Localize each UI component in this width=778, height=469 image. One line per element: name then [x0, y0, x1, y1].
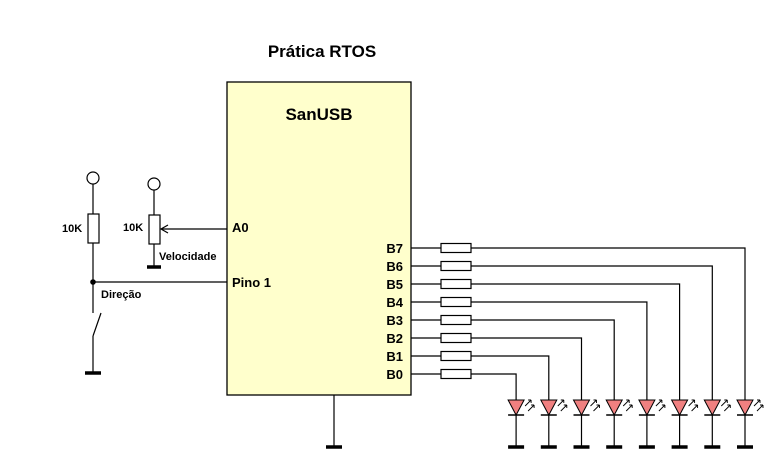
- resistor-b7: [440, 242, 472, 254]
- pin-label-pino1: Pino 1: [232, 275, 271, 290]
- led-b6-emission-arrows: [720, 399, 731, 412]
- potentiometer-value: 10K: [123, 222, 143, 234]
- supply-terminal-left: [86, 171, 100, 214]
- pin-label-b7: B7: [386, 241, 403, 256]
- led-b7-emission-arrows: [753, 399, 764, 412]
- led-b0: [507, 399, 525, 417]
- resistor-left-value: 10K: [62, 223, 82, 235]
- pot-ground-symbol: [147, 244, 161, 269]
- led-b6: [703, 399, 722, 417]
- led-b3-emission-arrows: [622, 399, 633, 412]
- led-b2: [572, 399, 591, 417]
- wire-b3-to-led: [471, 319, 615, 400]
- switch-label: Direção: [101, 289, 142, 301]
- led-b3: [605, 399, 624, 417]
- wire-b2-to-led: [471, 337, 583, 400]
- led-circuits: [411, 242, 764, 449]
- diagram-title: Prática RTOS: [268, 42, 376, 61]
- led-b5: [670, 399, 689, 417]
- wire-b6-to-led: [471, 265, 713, 400]
- pin-label-b4: B4: [386, 295, 403, 310]
- pin-label-b5: B5: [386, 277, 403, 292]
- resistor-b2: [440, 332, 472, 344]
- port-b-labels: B7 B6 B5 B4 B3 B2 B1 B0: [386, 241, 403, 382]
- led-b5-emission-arrows: [688, 399, 699, 412]
- pin-label-b0: B0: [386, 367, 403, 382]
- resistor-b6: [440, 260, 472, 272]
- potentiometer-label: Velocidade: [159, 251, 216, 263]
- resistor-b1: [440, 350, 472, 362]
- potentiometer-10k: [148, 214, 161, 245]
- led-b0-emission-arrows: [524, 399, 535, 412]
- resistor-b0: [440, 368, 472, 380]
- led-b4: [638, 399, 656, 417]
- led-b1: [539, 399, 558, 417]
- led-b1-emission-arrows: [557, 399, 568, 412]
- pin-label-b6: B6: [386, 259, 403, 274]
- led-b4-emission-arrows: [655, 399, 666, 412]
- supply-terminal-pot: [147, 177, 161, 215]
- wire-b7-to-led: [471, 247, 746, 400]
- resistor-10k-left: [87, 213, 100, 244]
- wire-b4-to-led: [471, 301, 648, 400]
- pot-wiper-arrow: [159, 224, 227, 234]
- resistor-b5: [440, 278, 472, 290]
- resistor-b3: [440, 314, 472, 326]
- pin-label-a0: A0: [232, 220, 249, 235]
- pin-label-b2: B2: [386, 331, 403, 346]
- wire-b5-to-led: [471, 283, 681, 400]
- mcu-ground-symbol: [326, 395, 342, 449]
- microcontroller-box: [226, 81, 412, 396]
- resistor-b4: [440, 296, 472, 308]
- pin-label-b1: B1: [386, 349, 403, 364]
- wire-b0-to-led: [471, 373, 517, 400]
- direction-switch: [85, 282, 102, 375]
- pin-label-b3: B3: [386, 313, 403, 328]
- wire-b1-to-led: [471, 355, 550, 400]
- led-b7: [736, 399, 754, 417]
- led-b2-emission-arrows: [590, 399, 600, 412]
- microcontroller-name: SanUSB: [285, 105, 352, 124]
